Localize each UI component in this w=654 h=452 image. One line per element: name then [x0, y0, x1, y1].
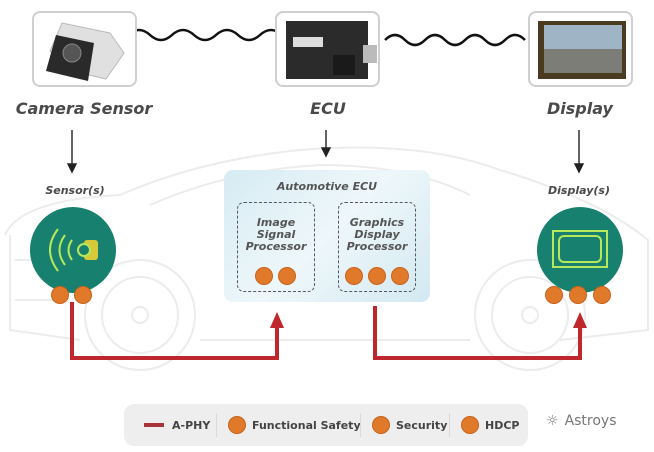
- legend-divider: [216, 413, 217, 437]
- security-icon: [368, 267, 386, 285]
- legend-divider: [360, 413, 361, 437]
- functional-safety-icon: [593, 286, 611, 304]
- functional-safety-icon: [345, 267, 363, 285]
- graphics-display-processor: Graphics Display Processor: [338, 202, 416, 292]
- watermark: ☼ Astroys: [546, 413, 617, 429]
- functional-safety-icon: [228, 416, 246, 434]
- aphy-link-sensor-to-ecu: [70, 302, 279, 360]
- legend: A-PHY Functional Safety Security HDCP: [124, 404, 528, 446]
- aphy-link-ecu-to-display: [373, 306, 582, 360]
- security-icon: [372, 416, 390, 434]
- hdcp-icon: [545, 286, 563, 304]
- hdcp-icon: [461, 416, 479, 434]
- arrowhead-ecu: [270, 312, 284, 328]
- gdp-line-2: Display: [354, 228, 400, 241]
- security-icon: [569, 286, 587, 304]
- isp-line-2: Signal: [256, 228, 296, 241]
- down-arrows: [66, 130, 585, 174]
- arrowhead-display: [573, 312, 587, 328]
- rear-view-camera-icon: [46, 22, 125, 81]
- ecu-photo: [275, 11, 380, 87]
- ecu-title: ECU: [310, 99, 346, 118]
- camera-signal-icon: [49, 228, 98, 272]
- functional-safety-icon: [51, 286, 69, 304]
- legend-hdcp-label: HDCP: [485, 418, 520, 432]
- display-title: Display: [547, 99, 613, 118]
- camera-sensor-photo: [32, 11, 137, 87]
- sensor-circle: [30, 207, 116, 293]
- legend-aphy-label: A-PHY: [172, 418, 211, 432]
- gdp-line-3: Processor: [346, 240, 408, 253]
- legend-security: Security: [372, 404, 447, 446]
- image-signal-processor: Image Signal Processor: [237, 202, 315, 292]
- sensors-label: Sensor(s): [45, 184, 105, 197]
- legend-security-label: Security: [396, 418, 448, 432]
- isp-line-3: Processor: [245, 240, 307, 253]
- security-icon: [255, 267, 273, 285]
- automotive-ecu-box: Automotive ECU Image Signal Processor Gr…: [224, 170, 430, 302]
- watermark-text: Astroys: [564, 413, 617, 429]
- legend-functional-safety-label: Functional Safety: [252, 418, 361, 432]
- legend-aphy: A-PHY: [144, 404, 210, 446]
- gdp-line-1: Graphics: [349, 216, 405, 229]
- isp-line-1: Image: [256, 216, 296, 229]
- monitor-icon: [552, 230, 608, 268]
- display-circle: [537, 207, 623, 293]
- watermark-logo-icon: ☼: [546, 413, 559, 429]
- display-photo: [528, 11, 633, 87]
- legend-functional-safety: Functional Safety: [228, 404, 361, 446]
- aphy-line-icon: [144, 423, 164, 427]
- hdcp-icon: [391, 267, 409, 285]
- functional-safety-icon: [278, 267, 296, 285]
- legend-hdcp: HDCP: [461, 404, 519, 446]
- security-icon: [74, 286, 92, 304]
- displays-label: Display(s): [548, 184, 610, 197]
- car-display-icon: [538, 21, 626, 79]
- legend-divider: [449, 413, 450, 437]
- ecu-module-icon: [286, 21, 377, 79]
- automotive-ecu-label: Automotive ECU: [276, 180, 378, 193]
- camera-sensor-title: Camera Sensor: [15, 99, 153, 118]
